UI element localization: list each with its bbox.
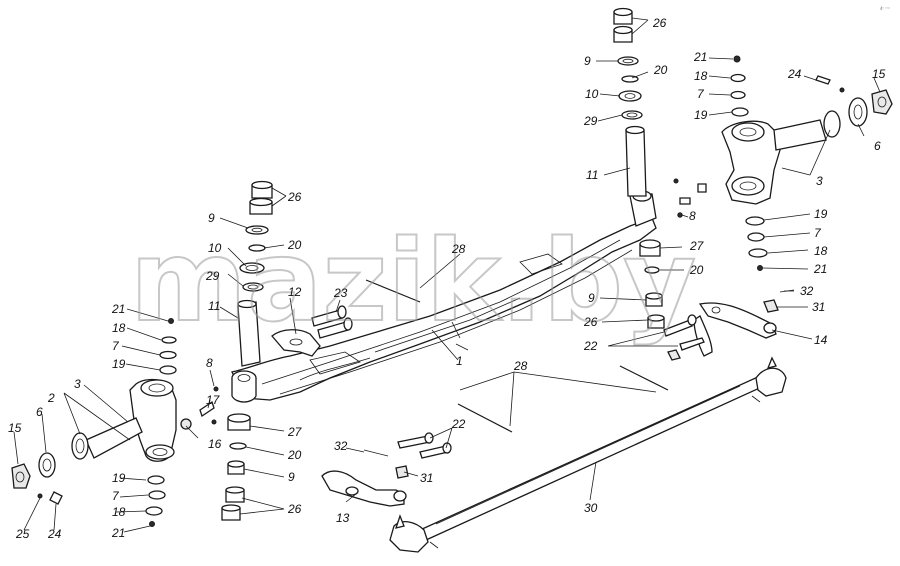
right-pin-stack bbox=[613, 7, 643, 120]
watermark: mazik.by bbox=[130, 217, 696, 347]
left-bolts bbox=[271, 305, 353, 357]
right-bolts bbox=[663, 314, 705, 361]
tie-rod bbox=[389, 356, 787, 553]
label-29-left: 29 bbox=[205, 269, 220, 283]
label-15: 15 bbox=[872, 67, 886, 81]
cut-marks bbox=[365, 279, 669, 433]
label-10-left: 10 bbox=[208, 241, 222, 255]
label-9-left: 9 bbox=[208, 211, 215, 225]
label-16: 16 bbox=[208, 437, 222, 451]
label-21: 21 bbox=[693, 50, 707, 64]
king-pin-right bbox=[625, 125, 647, 197]
label-9-lower: 9 bbox=[288, 470, 295, 484]
label-29: 29 bbox=[583, 114, 598, 128]
right-knuckle bbox=[721, 89, 893, 205]
label-18-right: 18 bbox=[814, 244, 828, 258]
left-upper-small-parts bbox=[159, 318, 219, 425]
right-lower-small-parts bbox=[745, 216, 768, 271]
label-20: 20 bbox=[653, 63, 668, 77]
label-7: 7 bbox=[697, 87, 705, 101]
label-6: 6 bbox=[874, 139, 881, 153]
label-26: 26 bbox=[652, 16, 667, 30]
right-steering-arm bbox=[693, 289, 795, 357]
callout-labels: 26 9 20 10 29 11 21 18 7 19 24 15 6 3 8 … bbox=[8, 16, 886, 541]
label-19-left: 19 bbox=[112, 357, 126, 371]
label-24: 24 bbox=[787, 67, 802, 81]
label-20-lower: 20 bbox=[287, 448, 302, 462]
label-31-right: 31 bbox=[812, 300, 825, 314]
label-10: 10 bbox=[585, 87, 599, 101]
label-12: 12 bbox=[288, 285, 302, 299]
label-14: 14 bbox=[814, 333, 828, 347]
left-lower-stack bbox=[221, 413, 251, 521]
label-2: 2 bbox=[47, 391, 55, 405]
leader-lines bbox=[13, 17, 881, 533]
label-15-left: 15 bbox=[8, 421, 22, 435]
king-pin-left bbox=[237, 299, 261, 367]
right-mid-stack bbox=[639, 239, 665, 329]
label-7-left: 7 bbox=[112, 339, 120, 353]
label-30: 30 bbox=[584, 501, 598, 515]
label-21-left: 21 bbox=[111, 302, 125, 316]
label-11-left: 11 bbox=[208, 299, 220, 313]
label-28-top: 28 bbox=[451, 242, 466, 256]
label-31-left: 31 bbox=[420, 471, 433, 485]
label-7-right: 7 bbox=[814, 226, 822, 240]
corner-mark: 4ⁿ ⁿⁿⁿ bbox=[880, 6, 891, 11]
label-19-right: 19 bbox=[814, 207, 828, 221]
label-28-bottom: 28 bbox=[513, 359, 528, 373]
label-21-right: 21 bbox=[813, 262, 827, 276]
left-knuckle bbox=[11, 378, 192, 505]
label-3-right: 3 bbox=[816, 174, 823, 188]
label-17: 17 bbox=[206, 393, 221, 407]
label-19-lower: 19 bbox=[112, 471, 126, 485]
label-32-right: 32 bbox=[800, 284, 814, 298]
label-9: 9 bbox=[584, 54, 591, 68]
label-18-lower: 18 bbox=[112, 505, 126, 519]
label-18-left: 18 bbox=[112, 321, 126, 335]
label-7-lower: 7 bbox=[112, 489, 120, 503]
label-24-left: 24 bbox=[47, 527, 62, 541]
label-8-left: 8 bbox=[206, 356, 213, 370]
label-13: 13 bbox=[336, 511, 350, 525]
label-27-left: 27 bbox=[287, 425, 303, 439]
right-top-small-parts bbox=[730, 55, 845, 117]
label-27-right: 27 bbox=[689, 239, 705, 253]
right-lock-bits bbox=[673, 178, 707, 218]
label-26-left: 26 bbox=[287, 190, 302, 204]
label-6-left: 6 bbox=[36, 405, 43, 419]
label-23: 23 bbox=[333, 286, 348, 300]
label-26-right: 26 bbox=[583, 315, 598, 329]
label-3-left: 3 bbox=[74, 377, 81, 391]
left-steering-arm bbox=[321, 432, 452, 507]
label-18: 18 bbox=[694, 69, 708, 83]
axle-beam bbox=[231, 190, 657, 403]
label-19: 19 bbox=[694, 108, 708, 122]
label-20-left: 20 bbox=[287, 238, 302, 252]
label-32-left: 32 bbox=[334, 439, 348, 453]
label-26-lower: 26 bbox=[287, 502, 302, 516]
label-21-lower: 21 bbox=[111, 526, 125, 540]
label-1: 1 bbox=[456, 354, 463, 368]
label-8-right: 8 bbox=[689, 209, 696, 223]
label-25: 25 bbox=[15, 527, 30, 541]
label-11: 11 bbox=[586, 168, 598, 182]
label-22-left: 22 bbox=[451, 417, 466, 431]
label-20-right: 20 bbox=[689, 263, 704, 277]
label-9-right: 9 bbox=[588, 291, 595, 305]
left-lower-small-parts bbox=[145, 475, 166, 527]
label-22-right: 22 bbox=[583, 339, 598, 353]
